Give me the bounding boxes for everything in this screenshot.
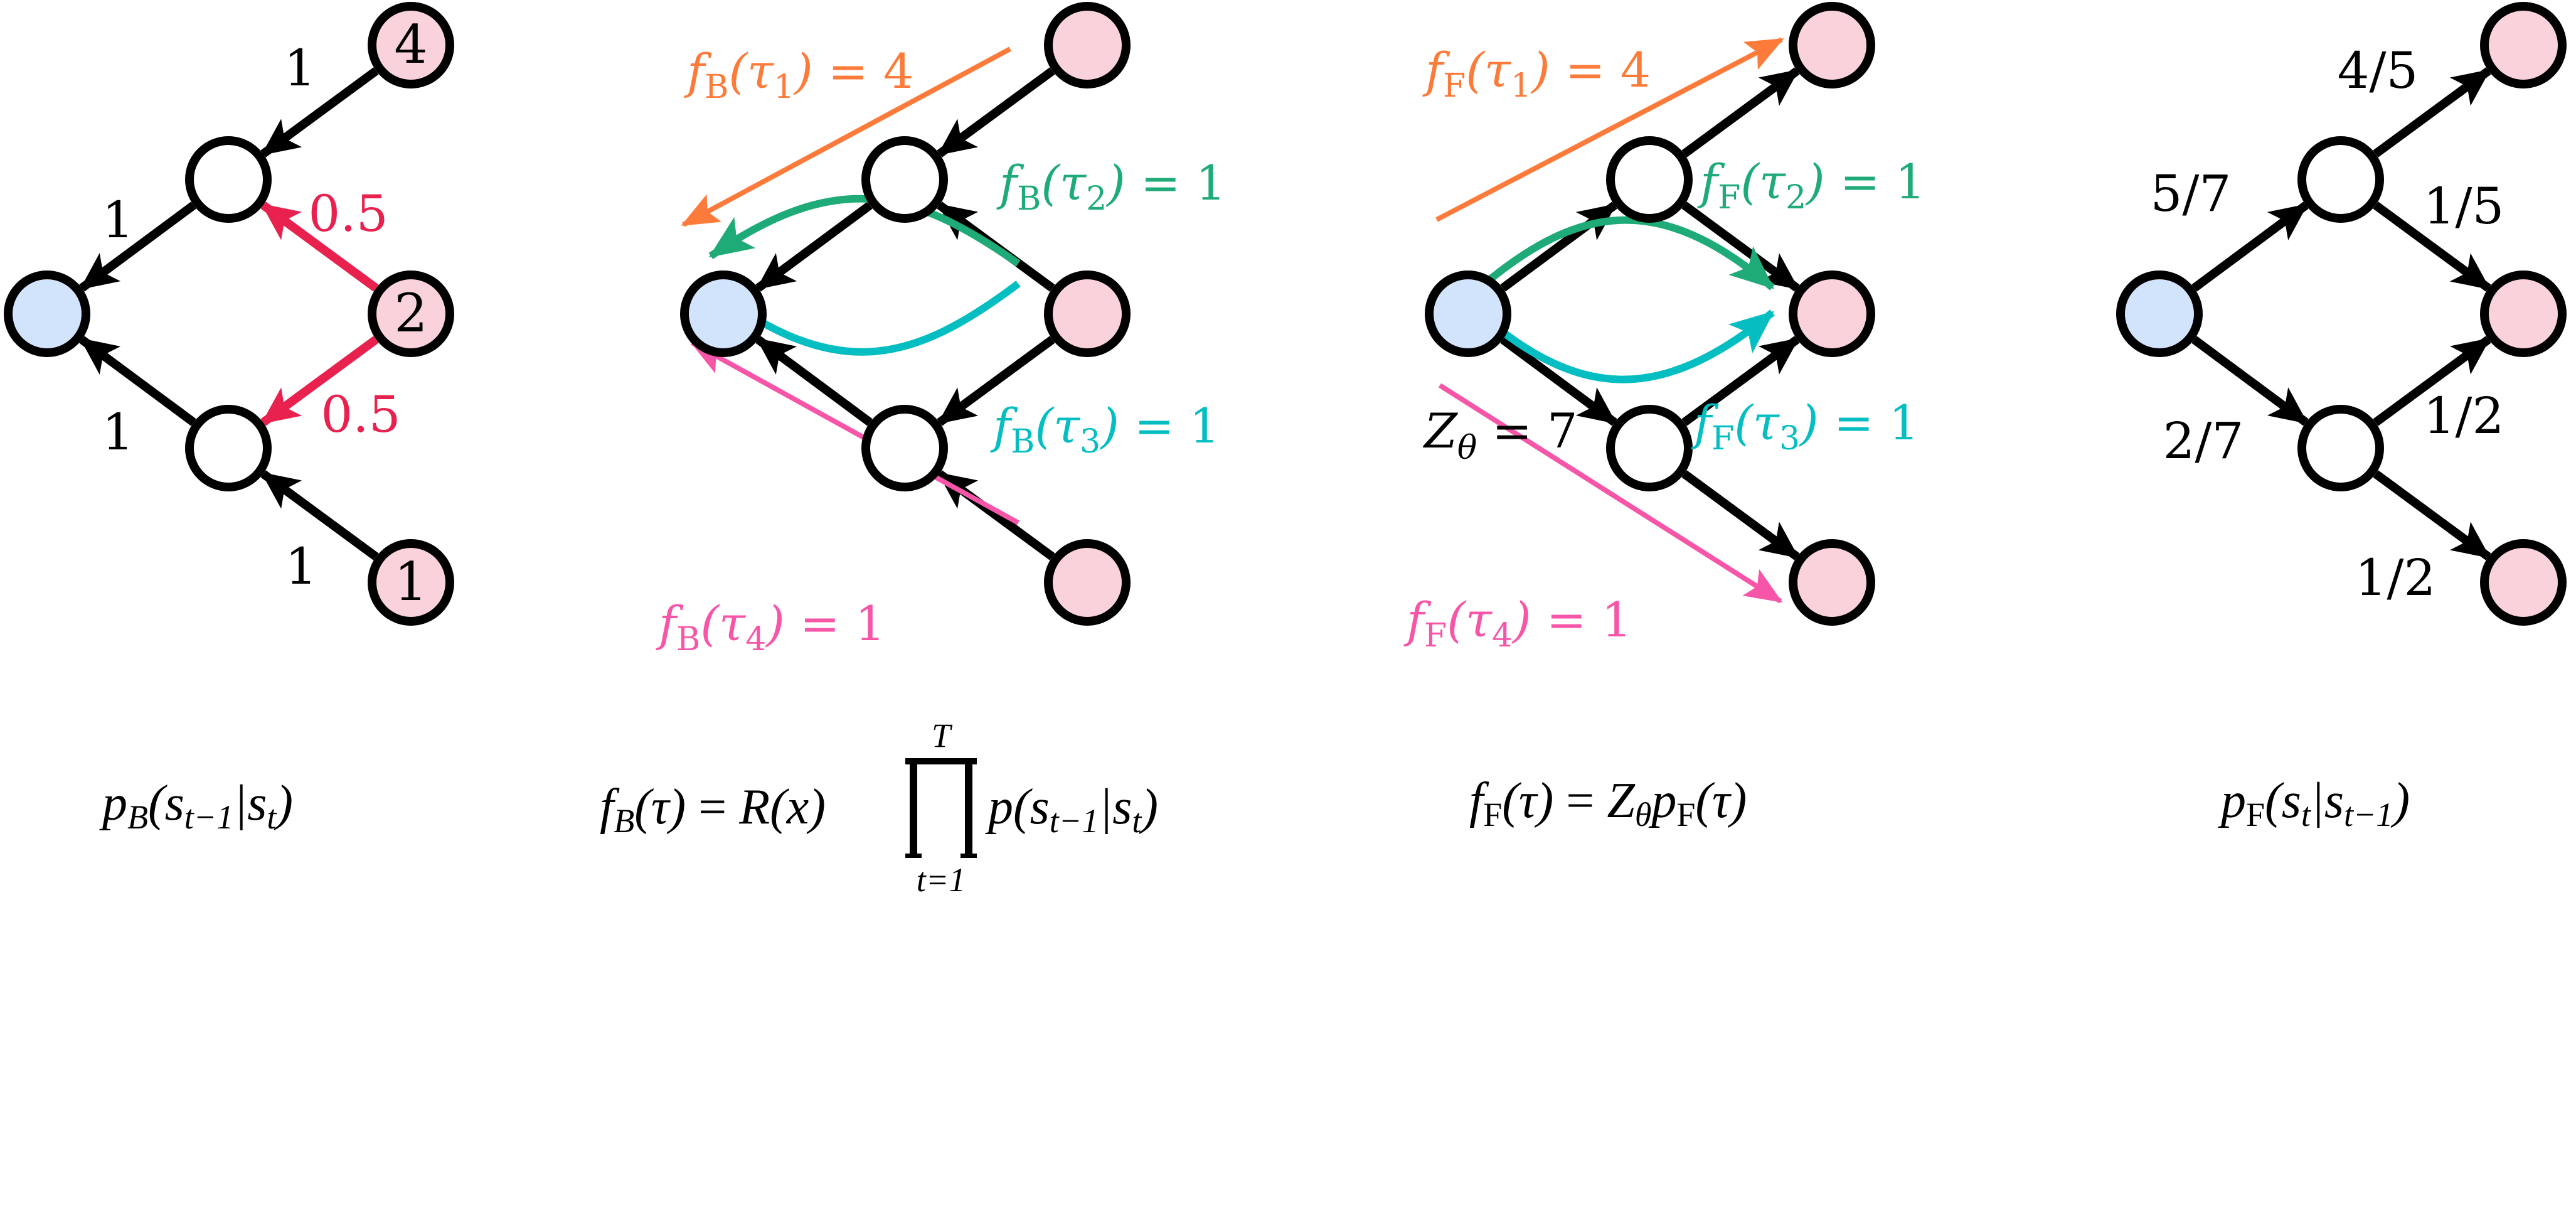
caption-forward-policy: pF(st|st−1) <box>2218 773 2410 833</box>
trajectory-flow-label-3: fB(τ3) = 1 <box>990 398 1220 461</box>
terminal-node <box>2480 539 2567 626</box>
edge-s-m2 <box>1500 336 1617 426</box>
edge-label-m1-t1: 4/5 <box>2338 41 2419 100</box>
edge-label-m1-t2: 1/5 <box>2424 177 2504 235</box>
terminal-node <box>1789 270 1875 357</box>
edge-m1-s <box>755 201 873 292</box>
edge-t1-m1 <box>260 67 379 158</box>
trajectory-flow-label-1: fF(τ1) = 4 <box>1422 42 1651 105</box>
inner-node <box>861 405 948 491</box>
source-node <box>2116 270 2203 357</box>
panel-backward-flows: fB(τ1) = 4 fB(τ2) = 1 fB(τ3) = 1 fB(τ4) = 1 <box>656 2 1226 658</box>
inner-node <box>1606 405 1693 491</box>
edge-label-s-m1: 5/7 <box>2151 164 2232 223</box>
terminal-node <box>1044 270 1131 357</box>
trajectory-flow-label-2: fB(τ2) = 1 <box>996 155 1226 218</box>
trajectory-4-arrow <box>689 340 1019 525</box>
source-node <box>4 270 90 357</box>
trajectory-flow-label-1: fB(τ1) = 4 <box>684 43 913 106</box>
edge-t3-m2 <box>260 470 379 560</box>
terminal-node <box>1789 2 1875 88</box>
edge-m1-t1 <box>1681 67 1800 158</box>
edge-s-m1 <box>2191 201 2309 292</box>
terminal-node <box>368 2 454 88</box>
edge-label-t2-m2: 0.5 <box>321 385 400 444</box>
panel-forward-policy: 5/7 2/7 4/5 1/5 1/2 1/2 <box>2116 2 2567 626</box>
trajectory-1-arrow <box>681 46 1011 227</box>
edge-m2-t2 <box>1681 336 1800 426</box>
partition-function-label: Zθ = 7 <box>1423 403 1577 467</box>
caption-backward-flows: fB(τ) = R(x) T t=1 p(st−1|st) <box>600 717 1158 899</box>
inner-node <box>861 136 948 223</box>
trajectory-flow-label-4: fF(τ4) = 1 <box>1403 592 1632 655</box>
terminal-node <box>368 539 454 626</box>
terminal-reward-value: 2 <box>394 282 427 344</box>
terminal-reward-value: 4 <box>394 14 427 75</box>
trajectory-2-arrow <box>1476 216 1775 292</box>
edge-label-m2-t3: 1/2 <box>2355 549 2436 607</box>
trajectory-flow-label-4: fB(τ4) = 1 <box>656 596 885 658</box>
svg-text:p(st−1|st): p(st−1|st) <box>985 779 1158 840</box>
terminal-node <box>2480 270 2567 357</box>
edge-m1-t1 <box>2373 67 2491 158</box>
terminal-node <box>2480 2 2567 88</box>
edge-m2-t3 <box>1681 470 1800 560</box>
edge-m1-t2 <box>2373 201 2491 292</box>
edge-t2-m2 <box>937 336 1055 426</box>
edge-m2-s <box>755 336 873 426</box>
inner-node <box>185 136 272 223</box>
edge-s-m1 <box>1500 201 1617 292</box>
inner-node <box>185 405 272 491</box>
caption-backward-policy: pB(st−1|st) <box>99 776 293 836</box>
inner-node <box>2297 136 2384 223</box>
product-symbol <box>905 758 977 858</box>
product-lower-limit: t=1 <box>917 861 966 899</box>
edge-t2-m2 <box>260 336 379 426</box>
edge-s-m2 <box>2191 336 2309 426</box>
caption-forward-flows: fF(τ) = ZθpF(τ) <box>1469 773 1747 833</box>
edge-t2-m1 <box>260 201 379 292</box>
panel-backward-policy: 4 2 1 1 1 1 1 0.5 0.5 <box>4 2 454 626</box>
edge-label-t1-m1: 1 <box>284 39 316 97</box>
trajectory-flow-label-3: fF(τ3) = 1 <box>1691 395 1919 458</box>
edge-label-m2-s: 1 <box>102 403 134 461</box>
inner-node <box>2297 405 2384 491</box>
inner-node <box>1606 136 1693 223</box>
source-node <box>1425 270 1511 357</box>
terminal-node <box>1044 2 1131 88</box>
terminal-node <box>1044 539 1131 626</box>
edge-m2-t3 <box>2373 470 2491 560</box>
terminal-reward-value: 1 <box>394 551 427 613</box>
trajectory-flow-label-2: fF(τ2) = 1 <box>1697 154 1925 217</box>
edge-m2-t2 <box>2373 336 2491 426</box>
product-upper-limit: T <box>932 717 953 754</box>
trajectory-3-arrow <box>1476 309 1775 383</box>
terminal-node <box>1789 539 1875 626</box>
edge-m2-s <box>79 336 196 426</box>
trajectory-4-arrow <box>1438 383 1783 604</box>
svg-text:fB(τ) = R(x): fB(τ) = R(x) <box>600 779 826 840</box>
edge-t1-m1 <box>937 67 1055 158</box>
edge-label-m1-s: 1 <box>102 191 134 249</box>
source-node <box>680 270 767 357</box>
edge-label-m2-t2: 1/2 <box>2424 387 2504 445</box>
edge-m1-s <box>79 201 196 292</box>
edge-label-t3-m2: 1 <box>285 537 317 596</box>
terminal-node <box>368 270 454 357</box>
trajectory-1-arrow <box>1435 37 1784 222</box>
edge-label-s-m2: 2/7 <box>2163 412 2244 470</box>
edge-m1-t2 <box>1681 201 1800 292</box>
panel-forward-flows: fF(τ1) = 4 fF(τ2) = 1 fF(τ3) = 1 fF(τ4) = 1… <box>1403 2 1925 655</box>
edge-label-t2-m1: 0.5 <box>308 185 388 243</box>
